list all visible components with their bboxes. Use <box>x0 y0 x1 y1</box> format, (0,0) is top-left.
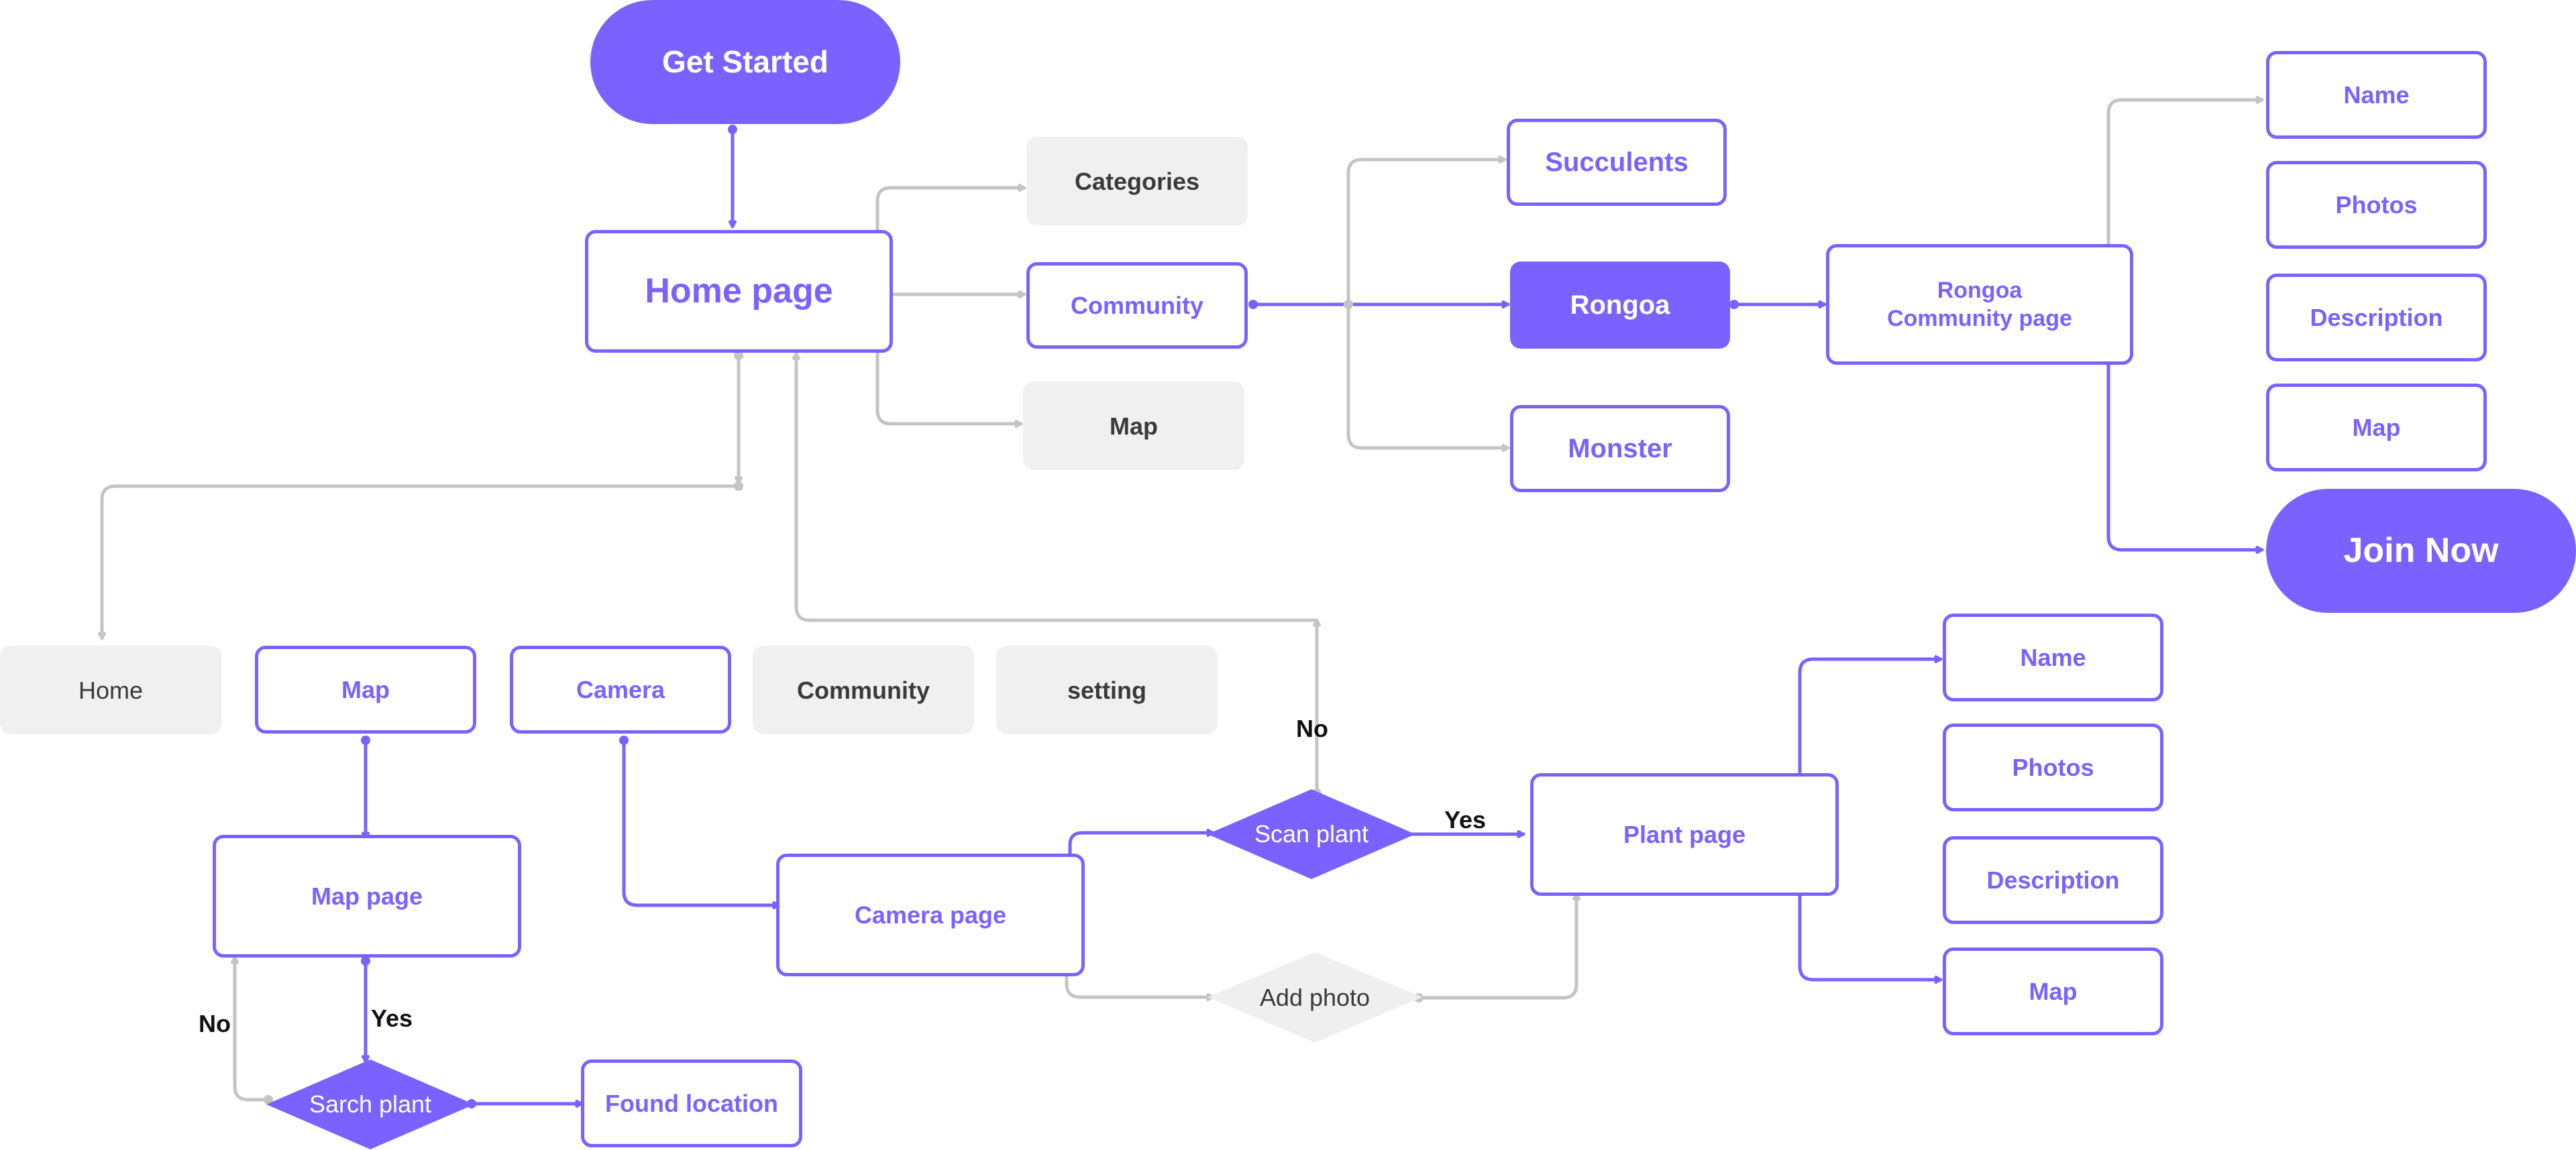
map-node[interactable]: Map <box>1023 382 1244 470</box>
join-now-button[interactable]: Join Now <box>2266 489 2576 613</box>
edge-community-succulents <box>1346 160 1507 306</box>
scan-yes-label: Yes <box>1444 806 1487 833</box>
edge-navcamera-camerapage <box>622 738 781 905</box>
edge-scan-no-home <box>796 351 1319 795</box>
edge-home-map <box>875 325 1023 424</box>
community-description-node[interactable]: Description <box>2266 274 2487 361</box>
nav-home-node[interactable]: Home <box>0 646 221 734</box>
edge-communitypage-joinnow <box>2106 353 2264 550</box>
scan-plant-label: Scan plant <box>1254 820 1369 848</box>
home-page-node[interactable]: Home page <box>585 230 893 353</box>
edge-addphoto-plantpage <box>1417 892 1576 1000</box>
edge-search-no-mappage <box>235 956 270 1102</box>
nav-map-node[interactable]: Map <box>255 646 476 734</box>
rongoa-community-page-node[interactable]: Rongoa Community page <box>1826 244 2133 365</box>
scan-plant-decision[interactable]: Scan plant <box>1208 789 1415 879</box>
edge-communitypage-name <box>2106 100 2264 267</box>
search-plant-decision[interactable]: Sarch plant <box>266 1059 474 1149</box>
rongoa-community-page-line1: Rongoa <box>1937 277 2023 303</box>
plant-description-node[interactable]: Description <box>1943 836 2163 924</box>
edge-community-monster <box>1346 302 1510 448</box>
edge-nav-home <box>102 484 741 640</box>
search-plant-label: Sarch plant <box>309 1090 432 1118</box>
plant-page-node[interactable]: Plant page <box>1530 773 1839 896</box>
search-no-label: No <box>199 1010 231 1037</box>
edge-plantpage-name <box>1798 659 1943 781</box>
edge-home-categories <box>875 188 1026 267</box>
community-map-node[interactable]: Map <box>2266 384 2487 471</box>
succulents-node[interactable]: Succulents <box>1507 119 1727 206</box>
rongoa-node[interactable]: Rongoa <box>1510 262 1730 349</box>
scan-no-label: No <box>1296 715 1328 742</box>
monster-node[interactable]: Monster <box>1510 405 1730 492</box>
community-photos-node[interactable]: Photos <box>2266 161 2487 249</box>
nav-camera-node[interactable]: Camera <box>510 646 731 734</box>
edge-camerapage-addphoto <box>1065 958 1215 997</box>
edge-plantpage-map <box>1798 856 1943 980</box>
found-location-node[interactable]: Found location <box>581 1059 802 1147</box>
add-photo-label: Add photo <box>1259 983 1371 1011</box>
plant-photos-node[interactable]: Photos <box>1943 724 2163 811</box>
nav-community-node[interactable]: Community <box>753 646 974 734</box>
rongoa-community-page-line2: Community page <box>1887 306 2072 331</box>
add-photo-decision[interactable]: Add photo <box>1208 952 1422 1043</box>
community-node[interactable]: Community <box>1026 262 1248 349</box>
community-name-node[interactable]: Name <box>2266 51 2487 139</box>
map-page-node[interactable]: Map page <box>213 835 521 958</box>
nav-setting-node[interactable]: setting <box>996 646 1218 734</box>
get-started-node[interactable]: Get Started <box>590 0 900 124</box>
plant-name-node[interactable]: Name <box>1943 614 2163 701</box>
search-plant-diamond-shape <box>266 1059 474 1149</box>
categories-node[interactable]: Categories <box>1026 137 1248 225</box>
camera-page-node[interactable]: Camera page <box>776 854 1085 976</box>
scan-plant-diamond-shape <box>1208 789 1415 879</box>
edge-camerapage-scan <box>1068 833 1215 879</box>
search-yes-label: Yes <box>371 1004 413 1032</box>
add-photo-diamond-shape <box>1208 952 1422 1043</box>
plant-map-node[interactable]: Map <box>1943 947 2163 1035</box>
